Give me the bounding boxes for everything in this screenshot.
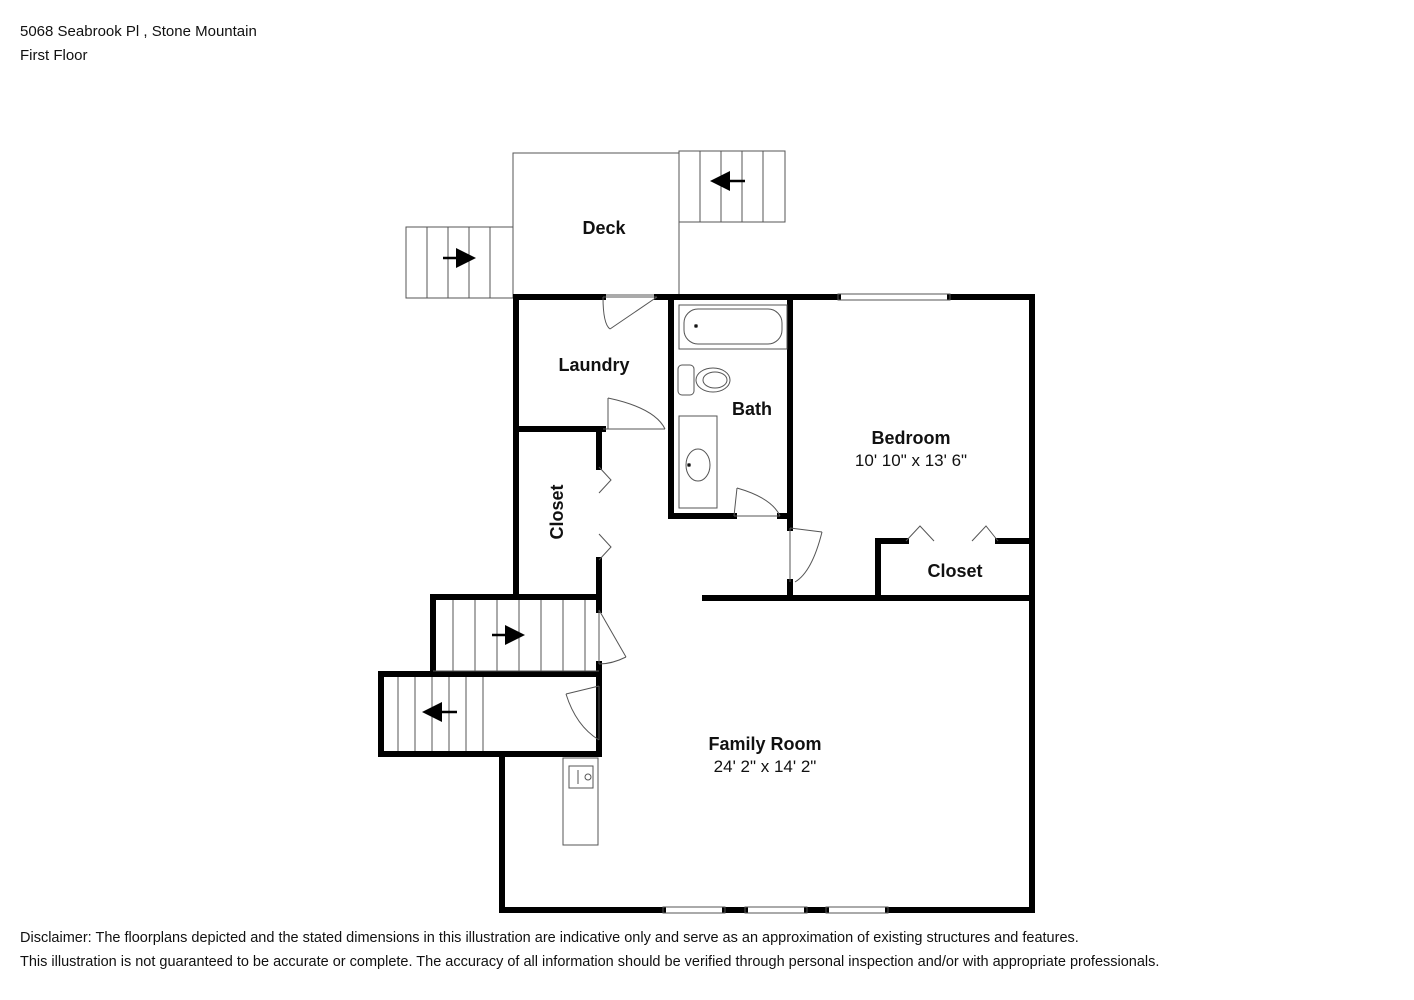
room-label-bedroom: Bedroom (871, 428, 950, 448)
kitchen-sink-icon (562, 757, 599, 846)
windows (662, 293, 951, 914)
toilet-icon (677, 364, 731, 396)
room-label-deck: Deck (582, 218, 626, 238)
room-label-laundry: Laundry (558, 355, 629, 375)
disclaimer-line-1: Disclaimer: The floorplans depicted and … (20, 930, 1079, 946)
floor-label: First Floor (20, 47, 88, 64)
room-label-closet-left: Closet (547, 484, 567, 539)
walls (378, 294, 1035, 913)
room-dimensions-bedroom: 10' 10" x 13' 6" (855, 451, 967, 470)
room-dimensions-family-room: 24' 2" x 14' 2" (714, 757, 817, 776)
room-label-bath: Bath (732, 399, 772, 419)
deck-stairs-left (405, 226, 514, 299)
deck-stairs-right (678, 150, 786, 223)
address-title: 5068 Seabrook Pl , Stone Mountain (20, 23, 257, 40)
interior-stairs-upper (433, 600, 599, 672)
interior-stairs-lower (397, 677, 484, 751)
room-label-family-room: Family Room (708, 734, 821, 754)
doors (565, 296, 999, 741)
sink-vanity-icon (678, 415, 718, 509)
disclaimer-line-2: This illustration is not guaranteed to b… (20, 954, 1160, 970)
room-label-closet-bedroom: Closet (927, 561, 982, 581)
bathtub-icon (678, 304, 788, 350)
